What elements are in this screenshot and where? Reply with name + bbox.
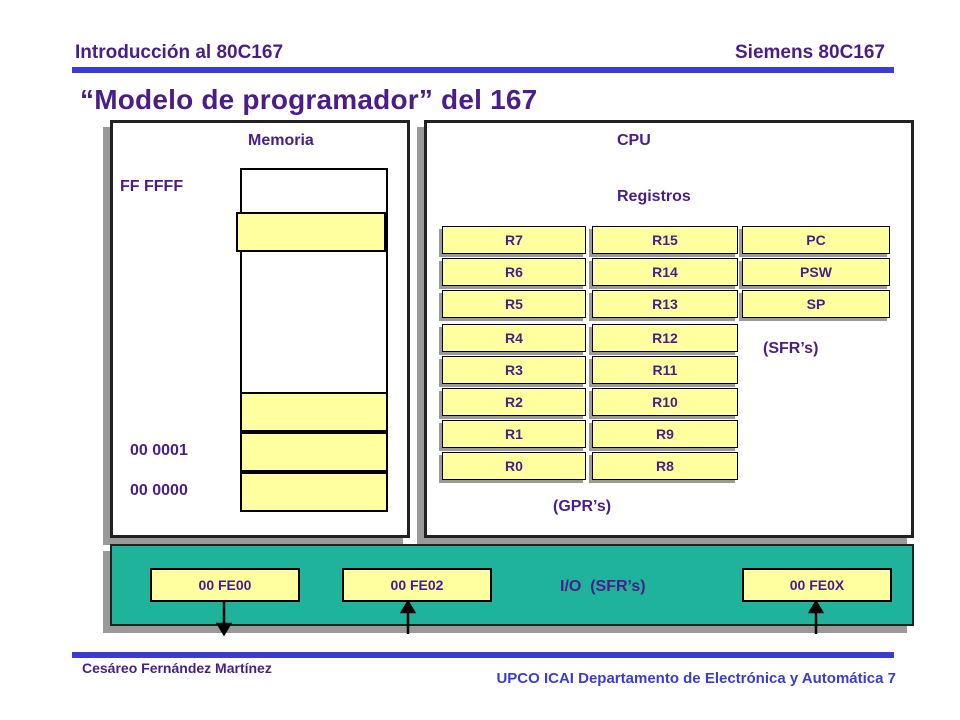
register-r7: R7 xyxy=(442,226,586,254)
memory-cell-high xyxy=(236,212,386,252)
register-r2: R2 xyxy=(442,388,586,416)
memory-label: Memoria xyxy=(248,132,314,149)
register-r1: R1 xyxy=(442,420,586,448)
register-r5: R5 xyxy=(442,290,586,318)
register-psw: PSW xyxy=(742,258,890,286)
register-r3: R3 xyxy=(442,356,586,384)
header-left: Introducción al 80C167 xyxy=(75,42,284,63)
header-right: Siemens 80C167 xyxy=(735,42,885,63)
register-r15: R15 xyxy=(592,226,738,254)
register-r11: R11 xyxy=(592,356,738,384)
registers-label: Registros xyxy=(617,188,691,205)
register-r12: R12 xyxy=(592,324,738,352)
register-r13: R13 xyxy=(592,290,738,318)
register-r9: R9 xyxy=(592,420,738,448)
register-r4: R4 xyxy=(442,324,586,352)
register-r8: R8 xyxy=(592,452,738,480)
footer-author: Cesáreo Fernández Martínez xyxy=(82,660,272,676)
register-r0: R0 xyxy=(442,452,586,480)
address-top-label: FF FFFF xyxy=(120,178,184,195)
arrow-up-icon xyxy=(399,599,417,634)
footer-department: UPCO ICAI Departamento de Electrónica y … xyxy=(496,670,896,687)
io-box-fe0x: 00 FE0X xyxy=(742,568,892,602)
sfr-label: (SFR’s) xyxy=(763,340,819,357)
memory-cell xyxy=(240,392,388,432)
address-0000-label: 00 0000 xyxy=(130,482,188,499)
register-r14: R14 xyxy=(592,258,738,286)
address-0001-label: 00 0001 xyxy=(130,442,188,459)
memory-cell-0001 xyxy=(240,432,388,472)
header-rule xyxy=(72,67,894,73)
register-pc: PC xyxy=(742,226,890,254)
gpr-label: (GPR’s) xyxy=(553,498,612,515)
arrow-down-icon xyxy=(215,602,233,637)
arrow-up-icon xyxy=(807,599,825,634)
register-r6: R6 xyxy=(442,258,586,286)
io-label: I/O (SFR’s) xyxy=(560,578,646,595)
cpu-label: CPU xyxy=(617,132,651,149)
io-box-fe02: 00 FE02 xyxy=(342,568,492,602)
footer-rule xyxy=(72,652,894,658)
memory-cell-0000 xyxy=(240,472,388,512)
register-r10: R10 xyxy=(592,388,738,416)
io-box-fe00: 00 FE00 xyxy=(150,568,300,602)
register-sp: SP xyxy=(742,290,890,318)
page-title: “Modelo de programador” del 167 xyxy=(80,84,538,115)
